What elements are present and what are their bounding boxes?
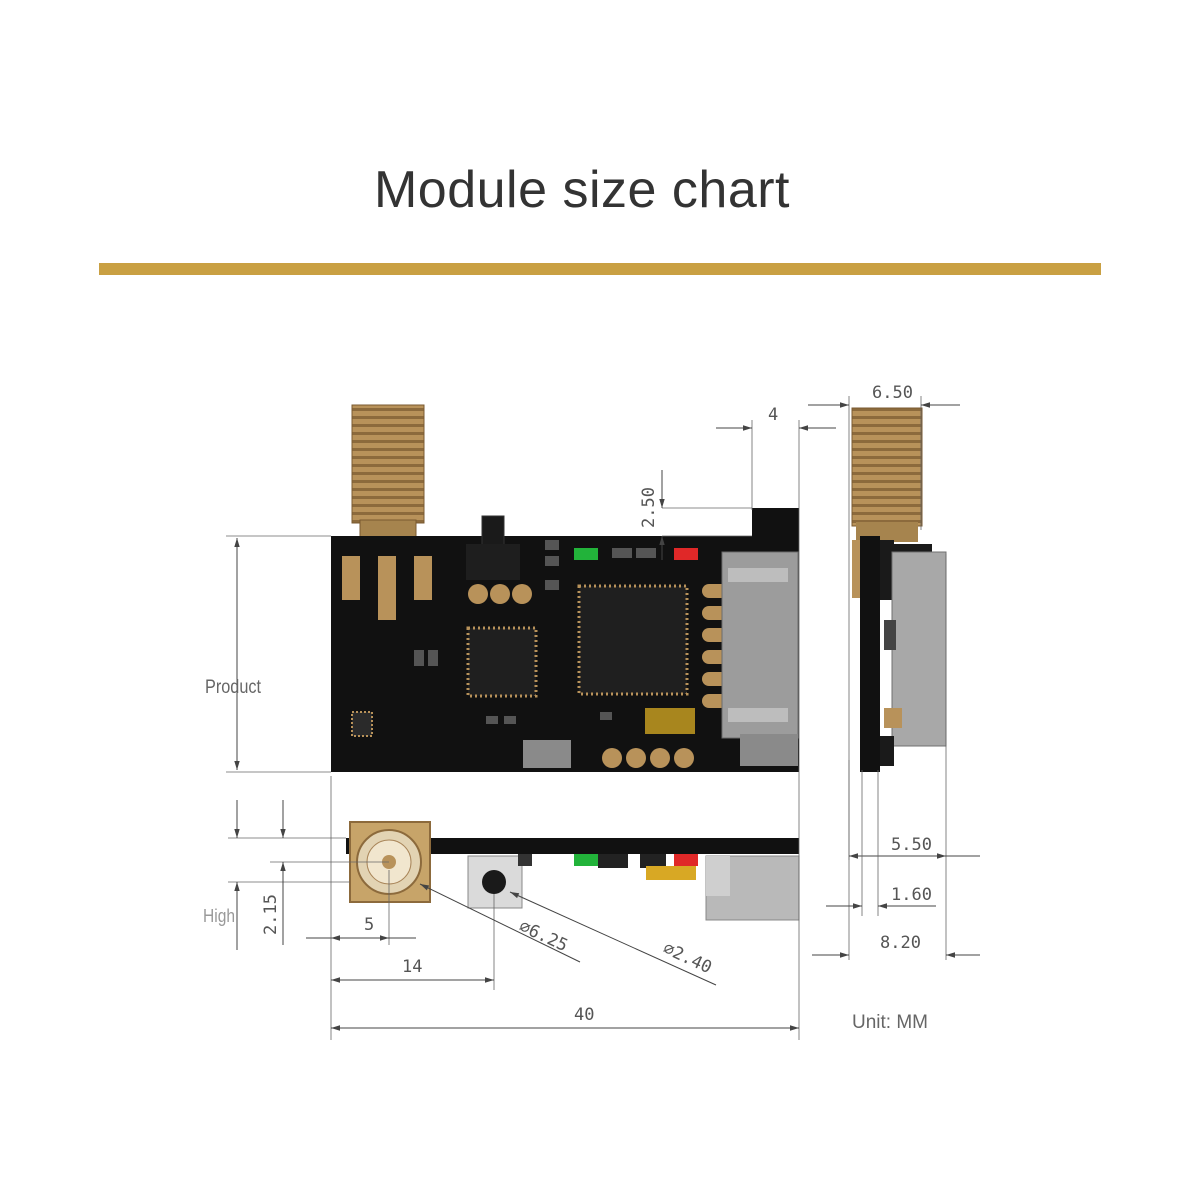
- dim-1-60: 1.60: [891, 885, 932, 905]
- sma-connector-top: [351, 404, 425, 543]
- dim-2-15: 2.15: [261, 894, 281, 935]
- dim-5: 5: [364, 915, 374, 935]
- top-view: [331, 404, 799, 772]
- title-divider: [99, 263, 1101, 275]
- rf-chip: [466, 626, 538, 698]
- dim-14: 14: [402, 957, 422, 977]
- unit-label: Unit: MM: [852, 1012, 928, 1033]
- ffc-connector-top: [721, 551, 799, 766]
- dim-2-50: 2.50: [639, 487, 659, 528]
- dim-6-50: 6.50: [872, 383, 913, 403]
- dim-diameter-6-25: ∅6.25: [516, 916, 571, 956]
- dim-4: 4: [768, 405, 778, 425]
- led-red: [674, 548, 698, 560]
- led-green: [574, 548, 598, 560]
- front-view: [346, 821, 800, 921]
- dim-5-50: 5.50: [891, 835, 932, 855]
- height-label: High: [203, 906, 235, 926]
- mcu-chip: [577, 584, 689, 696]
- side-view: [851, 407, 947, 772]
- page-title: Module size chart: [373, 161, 791, 219]
- product-height-label: Product: [205, 677, 262, 698]
- dim-8-20: 8.20: [880, 933, 921, 953]
- dim-40: 40: [574, 1005, 594, 1025]
